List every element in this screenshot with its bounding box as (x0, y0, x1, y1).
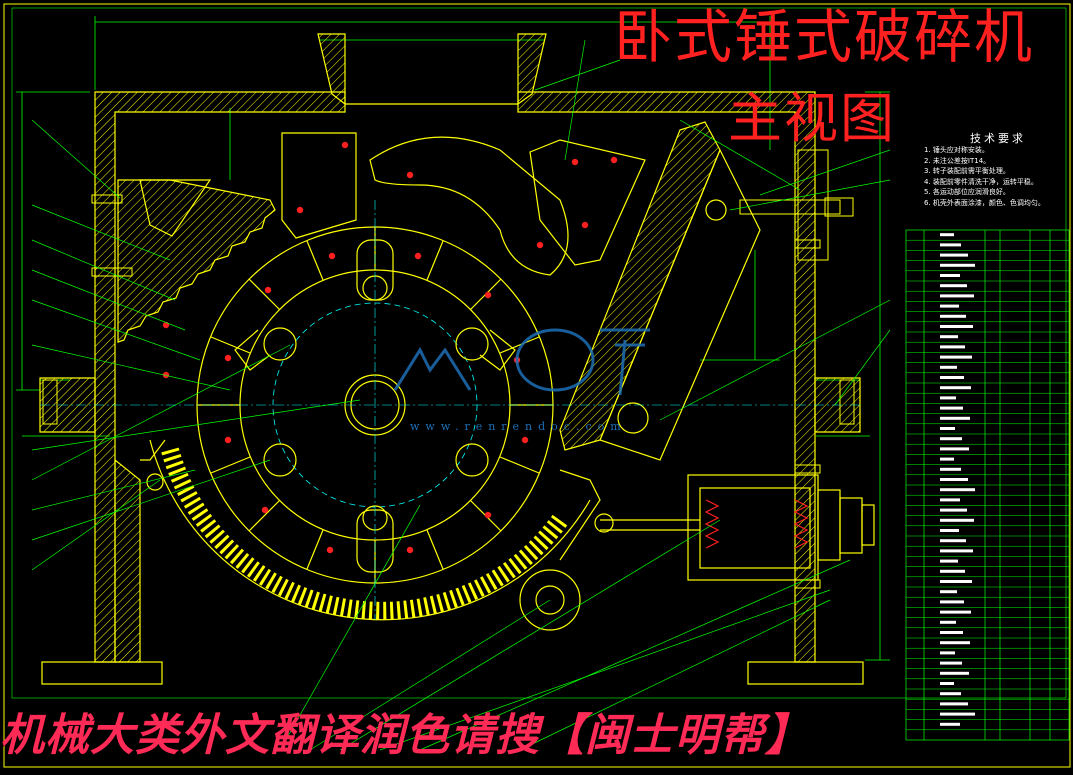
right-swing-plate (559, 121, 761, 461)
table-cell-mark (940, 539, 966, 543)
table-cell-mark (940, 641, 970, 645)
upper-liner-blocks (281, 132, 646, 276)
leader-lines (31, 39, 891, 751)
table-cell-mark (940, 365, 957, 369)
table-cell-mark (940, 508, 967, 512)
drawing-border (3, 3, 1071, 768)
centerlines (40, 200, 860, 620)
tech-note: 3. 转子装配前需平衡处理。 (924, 167, 1010, 175)
table-cell-mark (940, 467, 961, 471)
spring-tension-assembly (594, 474, 875, 581)
table-cell-mark (940, 345, 965, 349)
tech-note: 1. 锤头应对称安装。 (924, 146, 989, 154)
table-cell-mark (940, 529, 959, 532)
tech-requirements-list: 1. 锤头应对称安装。 2. 未注公差按IT14。 3. 转子装配前需平衡处理。… (924, 145, 1045, 208)
logo-watermark (393, 328, 650, 396)
bottom-banner: 机械大类外文翻译润色请搜【闽士明帮】 (0, 710, 810, 761)
left-impact-plate (117, 179, 276, 343)
rotor-bolts (162, 141, 618, 554)
table-cell-mark (940, 610, 971, 614)
feed-hopper (317, 33, 547, 106)
table-cell-mark (940, 620, 956, 624)
table-cell-mark (940, 722, 960, 726)
table-cell-mark (940, 263, 975, 267)
table-cell-mark (940, 682, 954, 685)
tech-note: 4. 装配前零件清洗干净，运转平稳。 (924, 177, 1038, 186)
table-cell-mark (940, 325, 973, 328)
table-cell-mark (940, 549, 973, 553)
discharge-grate (140, 439, 601, 621)
table-cell-mark (940, 335, 958, 339)
table-cell-mark (940, 661, 962, 665)
table-cell-mark (940, 498, 960, 502)
table-cell-mark (940, 600, 964, 604)
logo-url-text: www.renrendoc.com (410, 420, 627, 433)
parts-list-rows (906, 239, 1069, 731)
machine-housing (39, 91, 864, 685)
table-cell-mark (940, 569, 965, 573)
tech-note: 2. 未注公差按IT14。 (924, 156, 991, 165)
table-cell-mark (940, 304, 959, 308)
table-cell-mark (940, 406, 963, 410)
tech-note: 5. 各运动部位应润滑良好。 (924, 188, 1010, 196)
table-cell-mark (940, 376, 964, 379)
table-cell-mark (940, 427, 955, 430)
table-cell-mark (940, 314, 966, 318)
table-cell-mark (940, 437, 962, 441)
table-cell-mark (940, 631, 963, 634)
table-cell-mark (940, 712, 975, 716)
table-cell-mark (940, 518, 974, 522)
table-cell-mark (940, 457, 954, 461)
table-cell-mark (940, 253, 968, 257)
table-cell-mark (940, 651, 955, 655)
table-cell-mark (940, 396, 956, 400)
table-cell-mark (940, 386, 971, 390)
table-cell-mark (940, 559, 958, 563)
table-cell-mark (940, 590, 957, 594)
adjusting-bolts (42, 149, 855, 589)
drawing-title: 卧式锤式破碎机 (614, 3, 1035, 71)
table-cell-mark (940, 692, 961, 696)
table-cell-mark (940, 294, 974, 298)
parts-list-cell-marks (940, 233, 975, 726)
dimension-lines (16, 16, 890, 661)
tech-note: 6. 机壳外表面涂漆，颜色、色调均匀。 (924, 198, 1045, 207)
view-subtitle: 主视图 (728, 87, 896, 150)
table-cell-mark (940, 233, 954, 237)
table-cell-mark (940, 243, 961, 247)
table-cell-mark (940, 478, 968, 481)
table-cell-mark (940, 702, 968, 706)
table-cell-mark (940, 274, 960, 277)
table-cell-mark (940, 355, 972, 359)
table-cell-mark (940, 488, 975, 492)
table-cell-mark (940, 580, 972, 583)
table-cell-mark (940, 284, 967, 288)
table-cell-mark (940, 671, 969, 675)
table-cell-mark (940, 416, 970, 420)
table-cell-mark (940, 447, 969, 451)
tech-requirements-heading: 技术要求 (970, 132, 1026, 145)
